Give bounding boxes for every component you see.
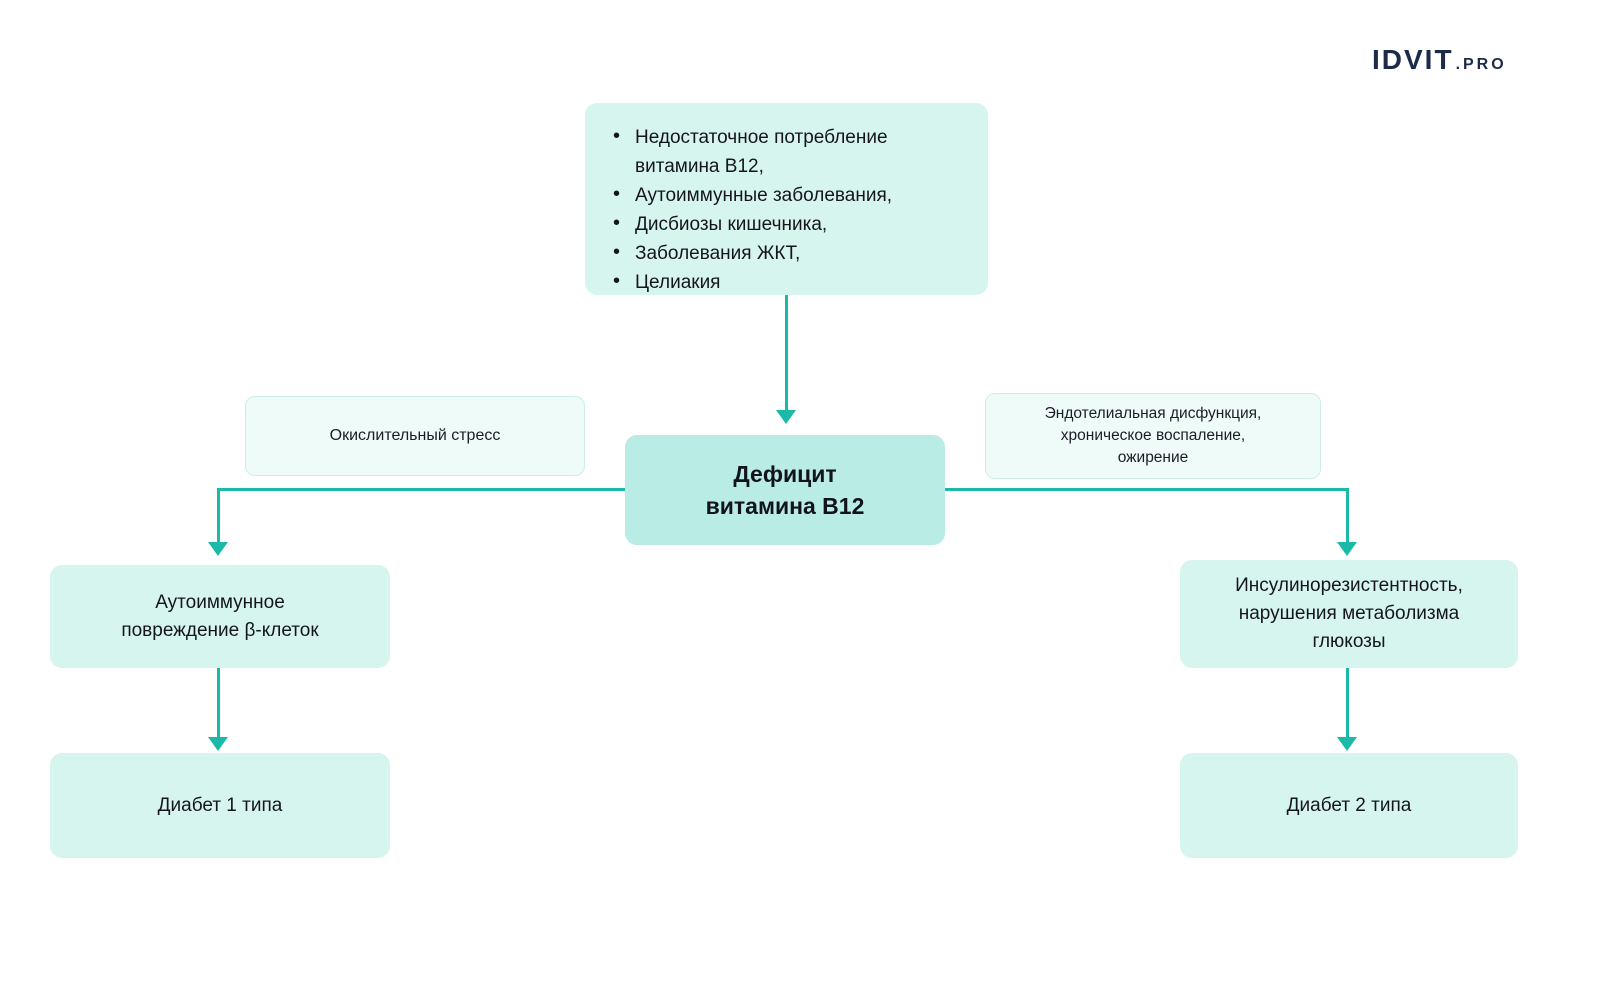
- insulin-resistance-label: Инсулинорезистентность, нарушения метабо…: [1235, 575, 1463, 652]
- cause-item-autoimmune: Аутоиммунные заболевания,: [609, 180, 964, 210]
- oxidative-stress-note: Окислительный стресс: [245, 396, 585, 476]
- brand-logo: IDVIT .PRO: [1372, 44, 1507, 76]
- brand-logo-text: IDVIT: [1372, 44, 1454, 75]
- brand-logo-tld: .PRO: [1455, 56, 1507, 73]
- diabetes-type2-box: Диабет 2 типа: [1180, 753, 1518, 858]
- arrow-down-icon: [776, 410, 796, 424]
- deficit-label: Дефицит витамина B12: [705, 461, 865, 519]
- oxidative-stress-label: Окислительный стресс: [329, 427, 501, 444]
- connector-left-vertical-line: [217, 488, 220, 544]
- deficit-box: Дефицит витамина B12: [625, 435, 945, 545]
- arrow-down-icon: [208, 737, 228, 751]
- connector-autoimmune-to-diabetes1-line: [217, 668, 220, 739]
- diabetes-type1-label: Диабет 1 типа: [157, 794, 283, 816]
- diabetes-type2-label: Диабет 2 типа: [1286, 794, 1412, 816]
- endothelial-label: Эндотелиальная дисфункция, хроническое в…: [1044, 405, 1262, 466]
- diabetes-type1-box: Диабет 1 типа: [50, 753, 390, 858]
- cause-item-dysbiosis: Дисбиозы кишечника,: [609, 209, 964, 239]
- connector-causes-to-deficit-line: [785, 295, 788, 411]
- causes-list: Недостаточное потребление витамина B12, …: [609, 122, 964, 297]
- insulin-resistance-box: Инсулинорезистентность, нарушения метабо…: [1180, 560, 1518, 668]
- connector-insulin-to-diabetes2-line: [1346, 668, 1349, 739]
- cause-item-insufficient-intake: Недостаточное потребление витамина B12,: [609, 122, 964, 181]
- endothelial-note: Эндотелиальная дисфункция, хроническое в…: [985, 393, 1321, 479]
- causes-box: Недостаточное потребление витамина B12, …: [585, 103, 988, 297]
- cause-item-celiac: Целиакия: [609, 267, 964, 297]
- arrow-down-icon: [1337, 542, 1357, 556]
- autoimmune-damage-label: Аутоиммунное повреждение β-клеток: [121, 591, 319, 641]
- arrow-down-icon: [1337, 737, 1357, 751]
- autoimmune-damage-box: Аутоиммунное повреждение β-клеток: [50, 565, 390, 668]
- connector-right-vertical-line: [1346, 488, 1349, 544]
- connector-left-horizontal-line: [218, 488, 625, 491]
- connector-right-horizontal-line: [945, 488, 1349, 491]
- arrow-down-icon: [208, 542, 228, 556]
- cause-item-gi-diseases: Заболевания ЖКТ,: [609, 238, 964, 268]
